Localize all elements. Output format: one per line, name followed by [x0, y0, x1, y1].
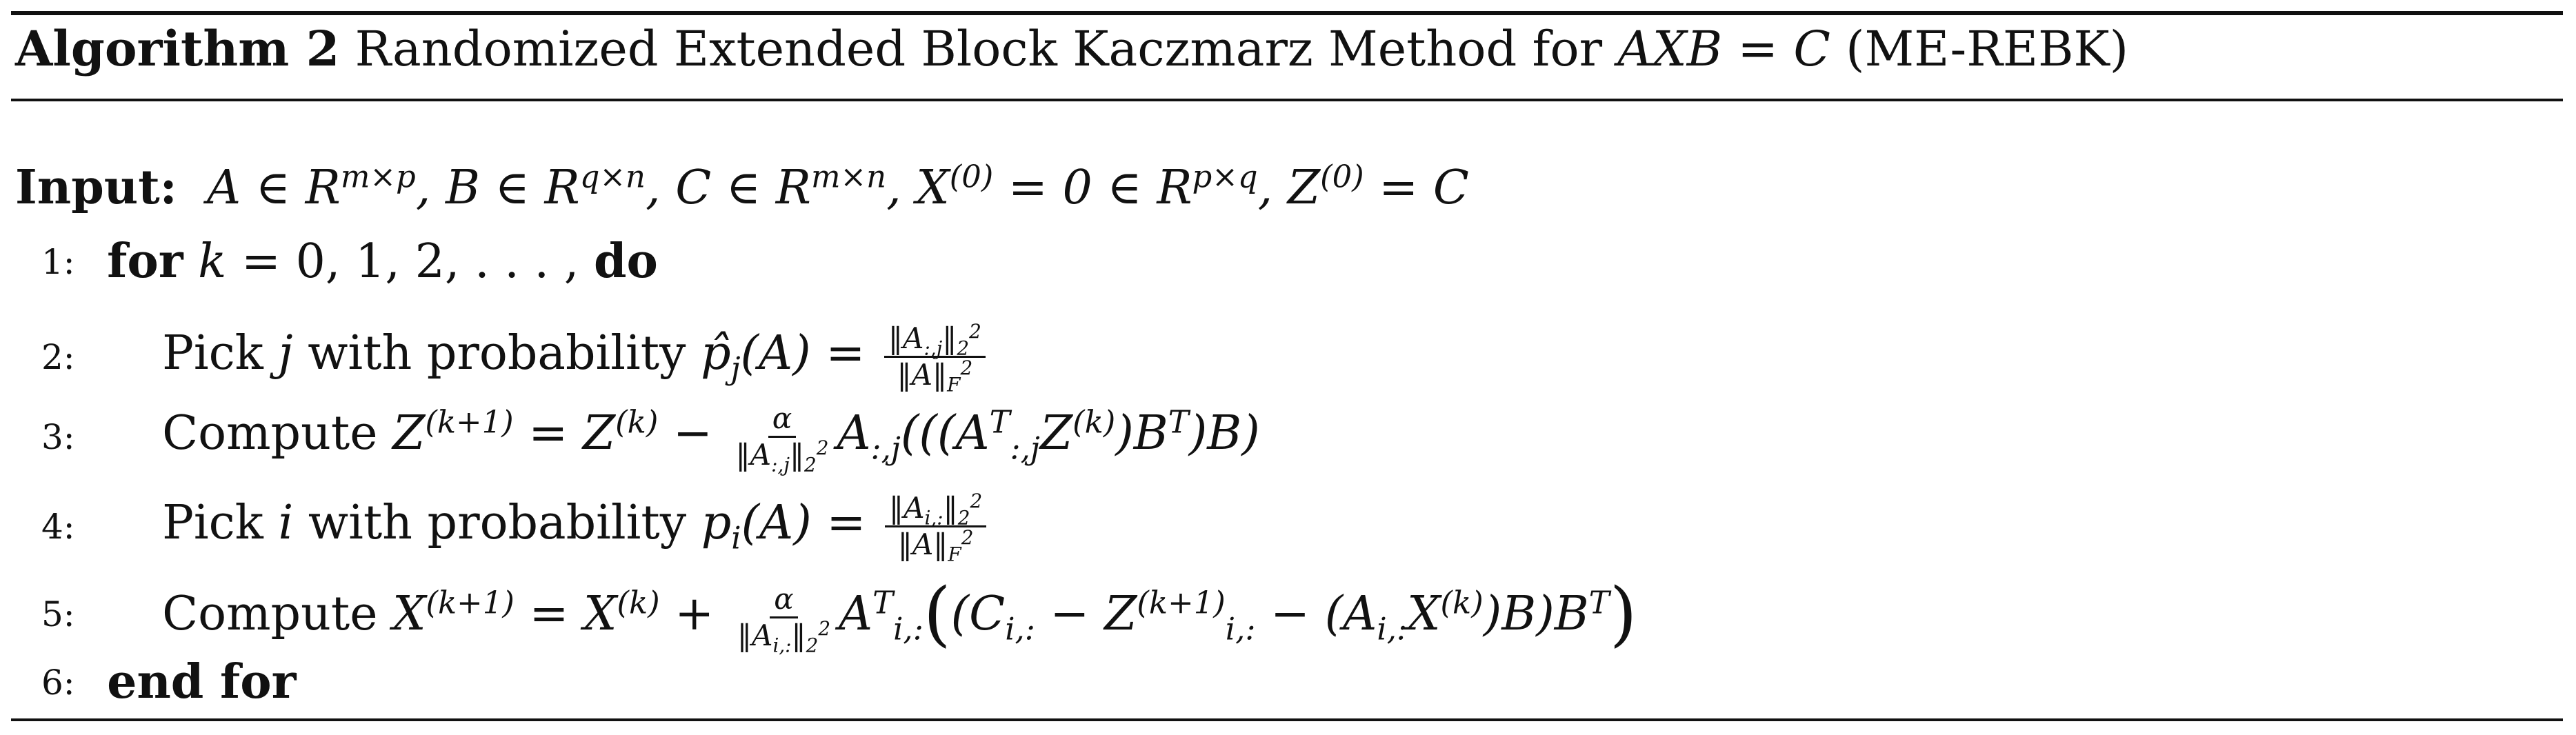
top-rule	[11, 11, 2563, 15]
step-3-number: 3:	[41, 416, 75, 457]
step-2: 2: Pick j with probability p̂j(A) = ‖A:,…	[41, 322, 990, 394]
step-1-body: for k = 0, 1, 2, . . . , do	[107, 234, 658, 289]
step-2-number: 2:	[41, 336, 75, 377]
input-line: Input: A ∈ Rm×p, B ∈ Rq×n, C ∈ Rm×n, X(0…	[15, 158, 1469, 215]
step-1-number: 1:	[41, 241, 75, 282]
step-6-number: 6:	[41, 662, 75, 703]
step-1: 1: for k = 0, 1, 2, . . . , do	[41, 238, 658, 285]
step-2-body: Pick j with probability p̂j(A) = ‖A:,j‖2…	[107, 322, 990, 394]
step-4-body: Pick i with probability pi(A) = ‖Ai,:‖22…	[107, 492, 990, 564]
algorithm-equation: AXB = C	[1617, 21, 1830, 77]
algorithm-title: Randomized Extended Block Kaczmarz Metho…	[355, 21, 1603, 77]
input-keyword: Input:	[15, 160, 177, 215]
algorithm-label: Algorithm 2	[15, 20, 340, 77]
algorithm-abbreviation: (ME-REBK)	[1846, 21, 2129, 77]
step-6-body: end for	[107, 654, 297, 709]
step-6: 6: end for	[41, 658, 296, 706]
bottom-rule	[11, 718, 2563, 721]
step-5-number: 5:	[41, 594, 75, 635]
algorithm-caption: Algorithm 2 Randomized Extended Block Ka…	[15, 25, 2128, 74]
step-4-number: 4:	[41, 506, 75, 547]
input-math: A ∈ Rm×p, B ∈ Rq×n, C ∈ Rm×n, X(0) = 0 ∈…	[192, 158, 1469, 215]
step-4: 4: Pick i with probability pi(A) = ‖Ai,:…	[41, 492, 990, 564]
caption-rule	[11, 99, 2563, 101]
